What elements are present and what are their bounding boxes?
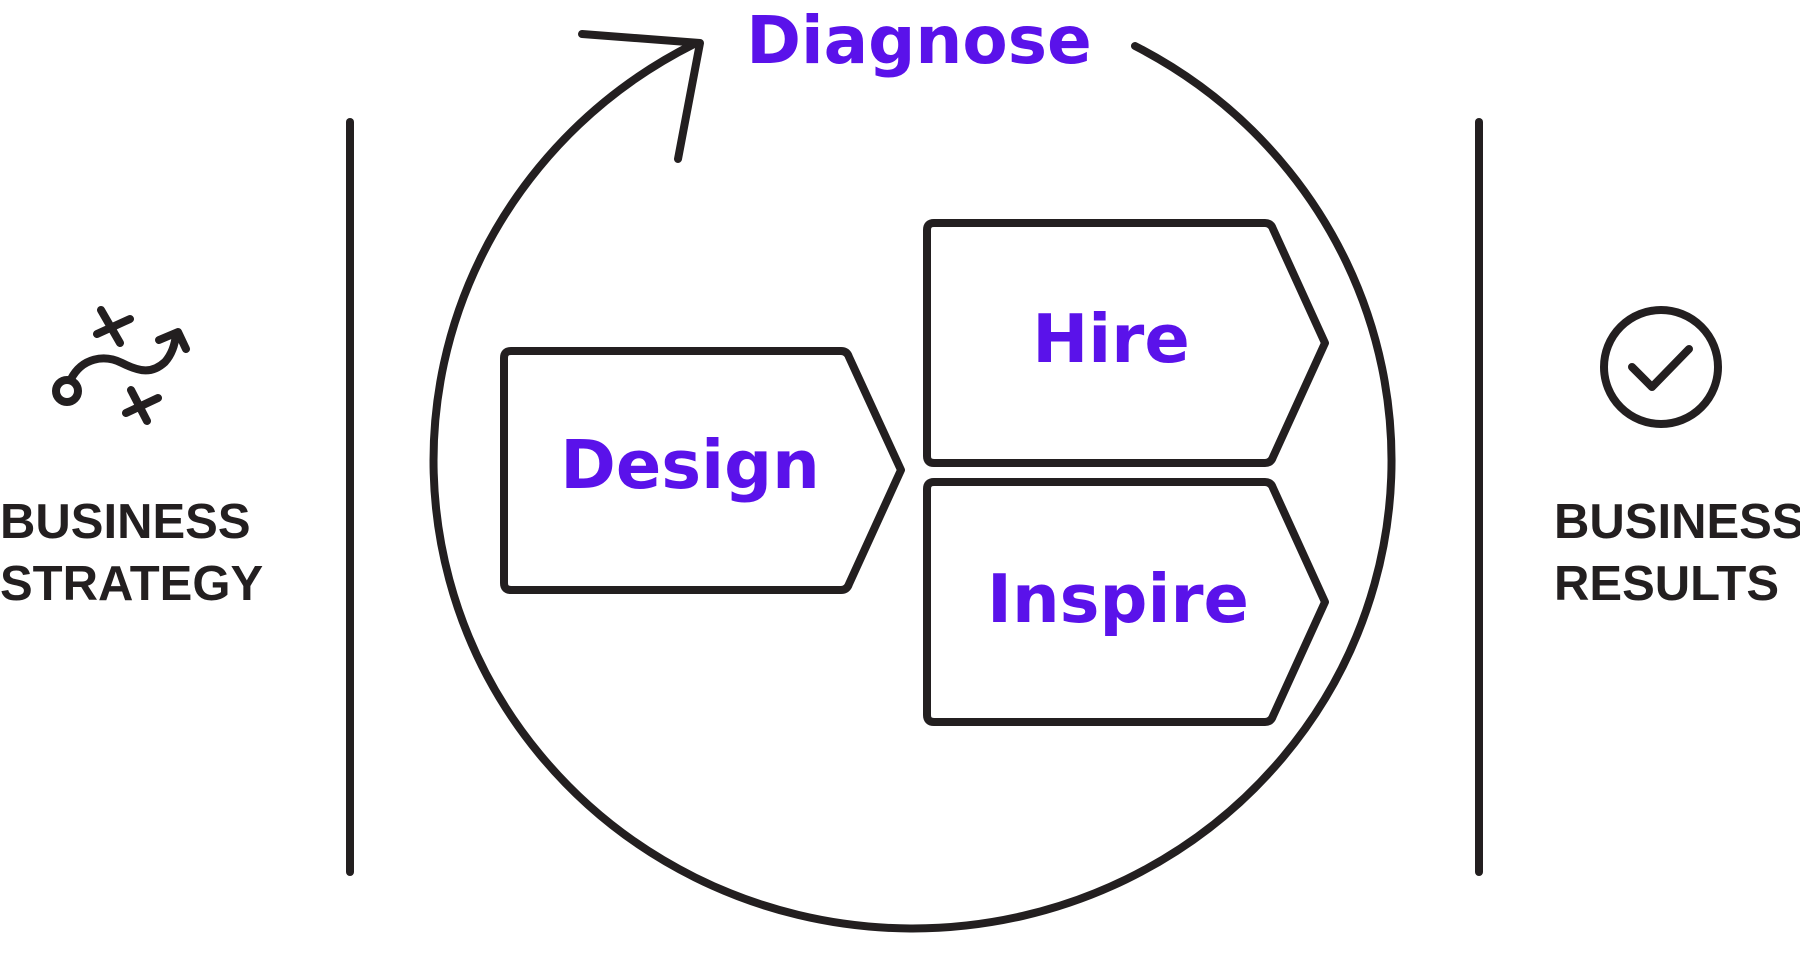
step-design: Design (500, 347, 905, 594)
check-circle-icon (1600, 306, 1722, 428)
step-hire: Hire (923, 219, 1329, 467)
step-label: Inspire (987, 560, 1249, 638)
cycle-arc (429, 40, 1396, 933)
cycle-label-diagnose: Diagnose (746, 2, 1092, 79)
strategy-play-icon (52, 306, 190, 425)
step-label: Hire (1032, 300, 1190, 378)
cycle-arrowhead-icon (578, 30, 704, 163)
left-label-line1: BUSINESS (0, 495, 251, 549)
right-label-line1: BUSINESS (1554, 495, 1800, 549)
step-label: Design (560, 426, 820, 504)
left-label-line2: STRATEGY (0, 557, 263, 611)
right-label-line2: RESULTS (1554, 557, 1779, 611)
step-inspire: Inspire (923, 478, 1329, 726)
